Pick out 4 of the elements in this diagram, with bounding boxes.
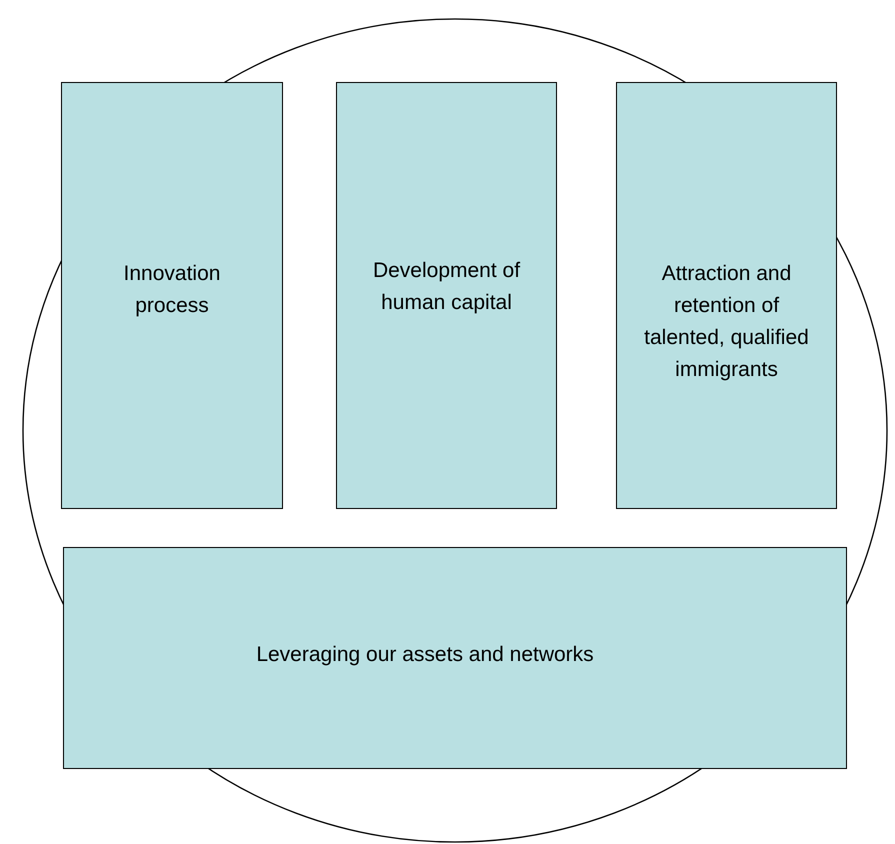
box-label: Innovation process: [122, 261, 222, 319]
box-label: Leveraging our assets and networks: [256, 642, 594, 668]
box-label: Attraction and retention of talented, qualified immigrants: [643, 261, 810, 383]
box-label: Development of human capital: [372, 258, 522, 316]
